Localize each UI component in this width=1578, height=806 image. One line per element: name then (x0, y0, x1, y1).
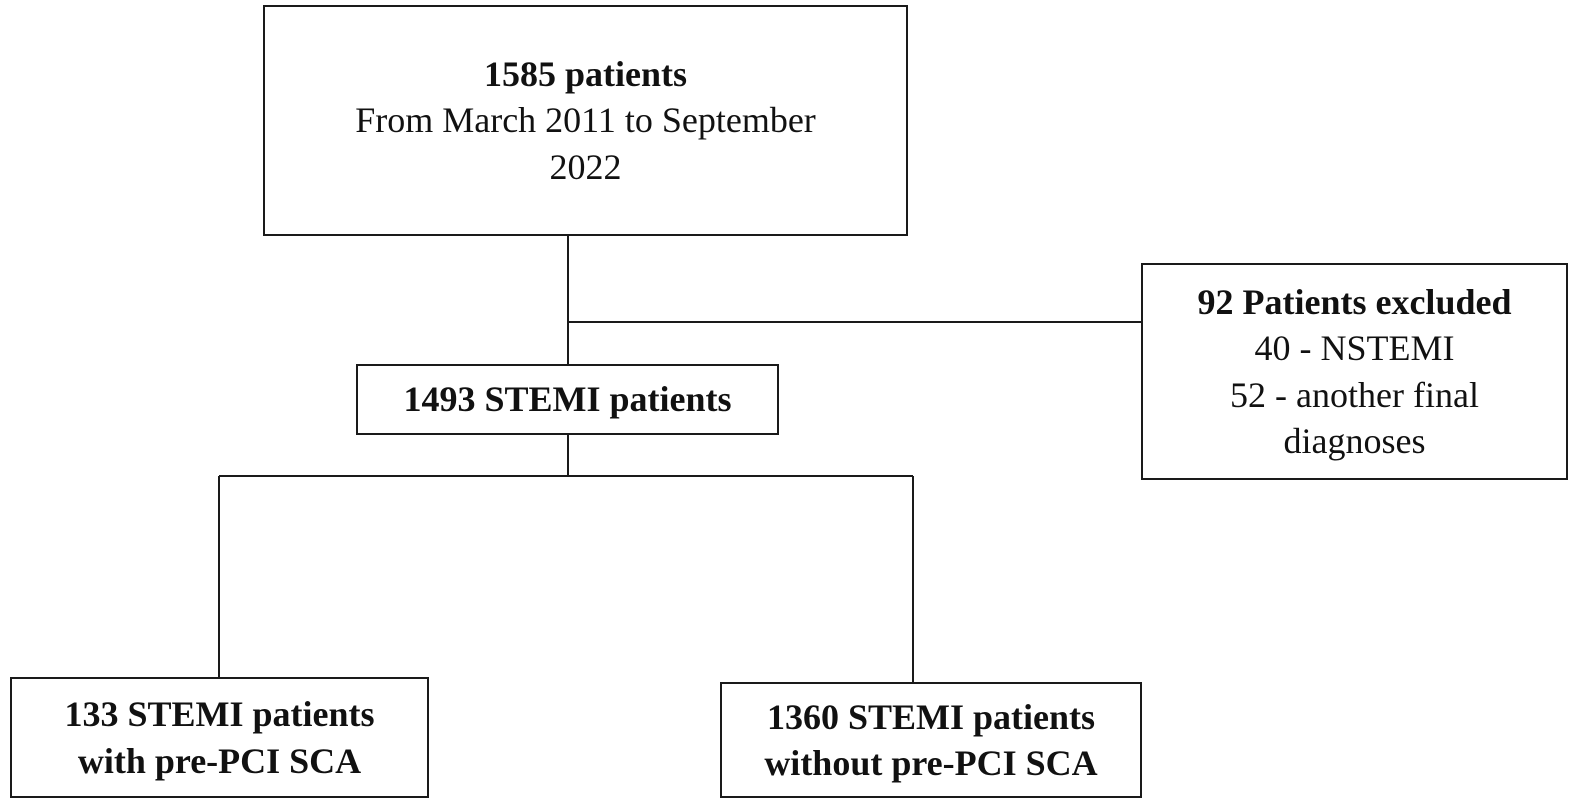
excluded-line-3: diagnoses (1283, 420, 1426, 461)
group-without-line-2: without pre-PCI SCA (764, 743, 1098, 783)
group-with-line-1: 133 STEMI patients (64, 694, 375, 735)
group-with-line-2: with pre-PCI SCA (77, 740, 362, 781)
root-title: 1585 patients (483, 54, 687, 95)
excluded-title: 92 Patients excluded (1197, 282, 1512, 323)
group-without-line-1: 1360 STEMI patients (766, 696, 1096, 737)
excluded-line-2: 52 - another final (1230, 374, 1479, 415)
included-box: 1493 STEMI patients (356, 364, 779, 435)
excluded-box: 92 Patients excluded 40 - NSTEMI 52 - an… (1141, 263, 1568, 480)
root-box: 1585 patients From March 2011 to Septemb… (263, 5, 908, 236)
root-line-2: 2022 (549, 146, 622, 187)
group-with-box: 133 STEMI patients with pre-PCI SCA (10, 677, 429, 798)
included-title: 1493 STEMI patients (403, 379, 732, 420)
root-line-1: From March 2011 to September (355, 100, 816, 141)
group-without-box: 1360 STEMI patients without pre-PCI SCA (720, 682, 1142, 798)
excluded-line-1: 40 - NSTEMI (1254, 328, 1455, 369)
